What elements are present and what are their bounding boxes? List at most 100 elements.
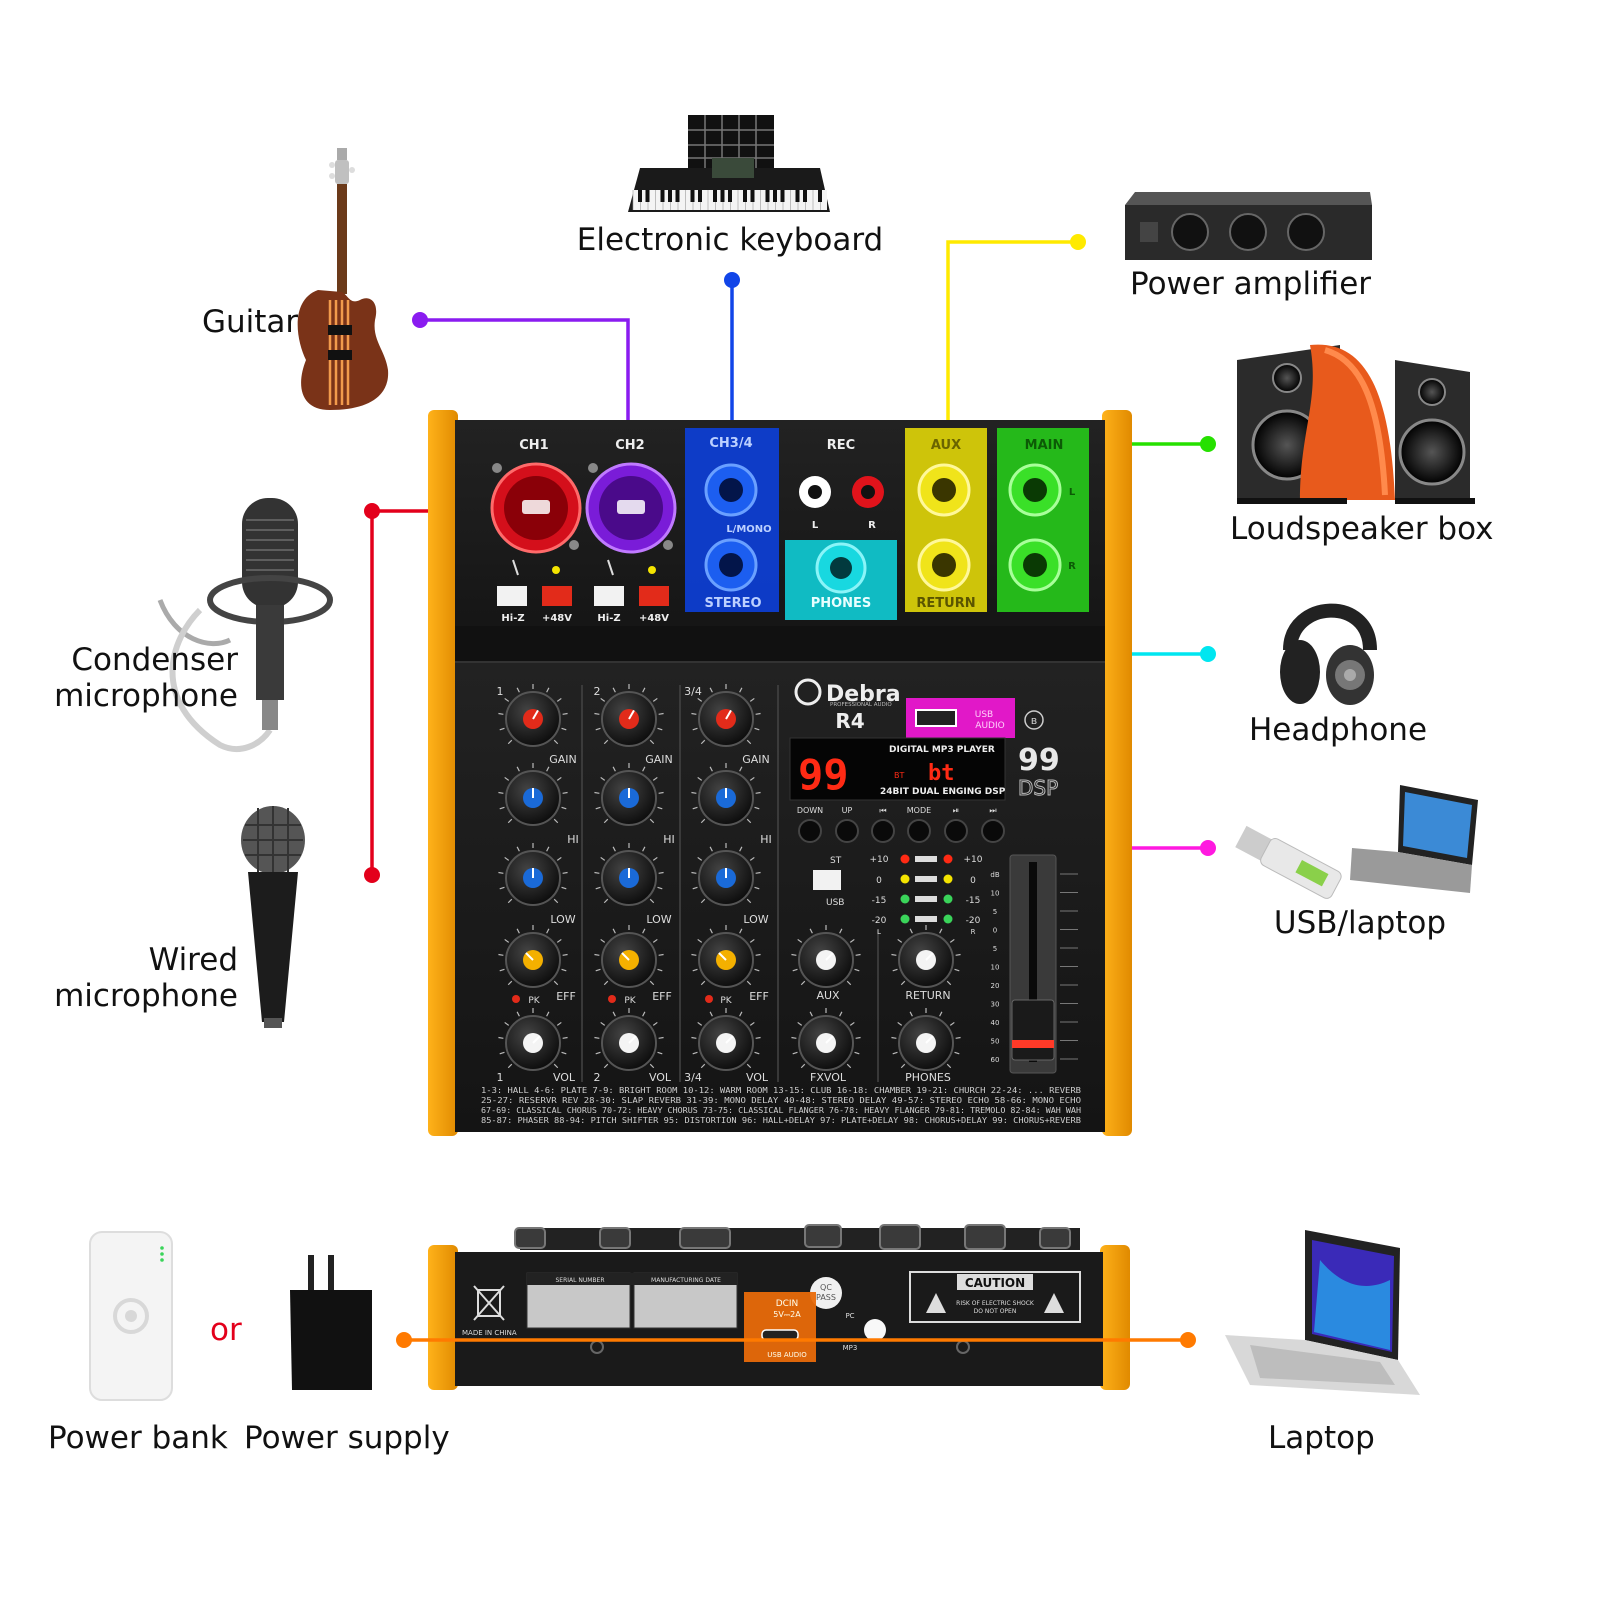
dc-in-usb-port[interactable]: DCIN 5V⎓2A USB AUDIO <box>744 1292 816 1362</box>
qc-pass-sticker: QC PASS <box>810 1277 842 1309</box>
main-left-jack[interactable] <box>1008 463 1062 517</box>
ch34-vol-knob[interactable] <box>691 1008 761 1071</box>
prev-button[interactable] <box>871 819 895 843</box>
ch2-eff-label: EFF <box>652 990 672 1003</box>
ch2-vol-knob[interactable] <box>594 1008 664 1071</box>
laptop-dot <box>1180 1332 1196 1348</box>
aux-knob[interactable] <box>791 925 861 988</box>
meter-r-plus10: +10 <box>964 855 983 865</box>
ch34-gain-knob[interactable] <box>691 684 761 747</box>
return-knob[interactable] <box>891 925 961 988</box>
aux-return-jack[interactable] <box>917 538 971 592</box>
ch2-low-knob[interactable] <box>594 843 664 906</box>
ch1-hi-knob[interactable] <box>498 763 568 826</box>
return-label: RETURN <box>916 596 975 611</box>
ch1-low-label: LOW <box>550 913 575 926</box>
next-button[interactable] <box>981 819 1005 843</box>
rec-r-label: R <box>868 520 876 531</box>
fxvol-knob[interactable] <box>791 1008 861 1071</box>
laptop-icon <box>1225 1230 1420 1395</box>
pc-mp3-switch[interactable] <box>864 1319 886 1341</box>
fader-scale-8: 40 <box>991 1019 1000 1027</box>
ch34-stereo-jack[interactable] <box>704 538 758 592</box>
usb-audio-rear-label: USB AUDIO <box>767 1351 807 1359</box>
ch34-lmono-jack[interactable] <box>704 463 758 517</box>
usb-laptop-label: USB/laptop <box>1273 905 1447 941</box>
main-fader[interactable] <box>1009 854 1057 1074</box>
power-amplifier-icon <box>1125 192 1372 260</box>
ch1-eff-knob[interactable] <box>498 925 568 988</box>
dsp-big-label: DSP <box>1018 776 1058 800</box>
loudspeaker-icon <box>1237 344 1475 504</box>
ch34-low-knob[interactable] <box>691 843 761 906</box>
mp3-label: MP3 <box>843 1344 858 1352</box>
headphone-dot <box>1200 646 1216 662</box>
ch2-xlr-jack[interactable] <box>585 462 677 554</box>
fader-scale-6: 20 <box>991 982 1000 990</box>
loudspeaker-dot <box>1200 436 1216 452</box>
aux-send-jack[interactable] <box>917 463 971 517</box>
preset-row-3: 67-69: CLASSICAL CHORUS 70-72: HEAVY CHO… <box>481 1106 1081 1115</box>
amplifier-line <box>946 240 1078 470</box>
fader-scale-10: 60 <box>991 1056 1000 1064</box>
up-button[interactable] <box>835 819 859 843</box>
rec-label: REC <box>827 438 855 453</box>
ch1-xlr-jack[interactable] <box>490 462 582 554</box>
keyboard-label: Electronic keyboard <box>576 222 884 258</box>
ch34-gain-label: GAIN <box>742 753 770 766</box>
brand-logo: Debra PROFESSIONAL AUDIO R4 <box>794 678 901 733</box>
ch34-eff-knob[interactable] <box>691 925 761 988</box>
phones-knob[interactable] <box>891 1008 961 1071</box>
phones-knob-label: PHONES <box>905 1071 951 1084</box>
amplifier-dot <box>1070 234 1086 250</box>
svg-text:ʙ: ʙ <box>1031 714 1037 727</box>
ch2-48v-button[interactable] <box>639 586 669 606</box>
ch2-hi-knob[interactable] <box>594 763 664 826</box>
usb-port-label: USB <box>975 710 993 720</box>
ch34-label: CH3/4 <box>709 436 752 451</box>
lmono-label: L/MONO <box>726 524 771 535</box>
rec-left-jack[interactable] <box>799 476 831 508</box>
bt-display: bt <box>928 761 955 786</box>
caution-line2: DO NOT OPEN <box>974 1308 1017 1315</box>
ch1-vol-knob[interactable] <box>498 1008 568 1071</box>
ch1-hiz-button[interactable] <box>497 586 527 606</box>
mfg-date-label: MANUFACTURING DATE <box>651 1277 721 1284</box>
mode-button[interactable] <box>907 819 931 843</box>
ch2-vol-label: VOL <box>649 1071 672 1084</box>
dcin-label: DCIN <box>776 1299 799 1309</box>
fader-scale-7: 30 <box>991 1001 1000 1009</box>
dsp-caption: 24BIT DUAL ENGING DSP <box>880 787 1006 797</box>
ch1-48v-button[interactable] <box>542 586 572 606</box>
phones-jack[interactable] <box>815 542 867 594</box>
wired-label-line1: Wired <box>148 942 238 978</box>
bt-indicator: BT <box>894 771 904 780</box>
down-button[interactable] <box>798 819 822 843</box>
condenser-microphone-icon <box>157 498 333 752</box>
rec-right-jack[interactable] <box>852 476 884 508</box>
ch1-low-knob[interactable] <box>498 843 568 906</box>
ch2-gain-knob[interactable] <box>594 684 664 747</box>
ch34-vol-label: VOL <box>746 1071 769 1084</box>
play-pause-button[interactable] <box>944 819 968 843</box>
mp3-display: 99 <box>798 750 849 799</box>
ch34-hi-label: HI <box>760 833 772 846</box>
guitar-icon <box>297 148 389 410</box>
st-usb-switch[interactable] <box>813 870 841 890</box>
preset-row-4: 85-87: PHASER 88-94: PITCH SHIFTER 95: D… <box>481 1116 1081 1125</box>
ch2-eff-knob[interactable] <box>594 925 664 988</box>
ch34-hi-knob[interactable] <box>691 763 761 826</box>
usb-audio-port[interactable]: USB AUDIO <box>906 698 1015 738</box>
ch34-top-number: 3/4 <box>684 685 702 698</box>
mode-label: MODE <box>907 806 931 815</box>
main-right-jack[interactable] <box>1008 538 1062 592</box>
stereo-label: STEREO <box>704 596 761 611</box>
wired-microphone-icon <box>241 806 305 1028</box>
ch1-gain-knob[interactable] <box>498 684 568 747</box>
down-label: DOWN <box>797 806 823 815</box>
ch2-hiz-button[interactable] <box>594 586 624 606</box>
fxvol-knob-label: FXVOL <box>810 1071 847 1084</box>
mp3-player: DIGITAL MP3 PLAYER 99 BT bt 24BIT DUAL E… <box>789 737 1006 801</box>
keyboard-dot <box>724 272 740 288</box>
